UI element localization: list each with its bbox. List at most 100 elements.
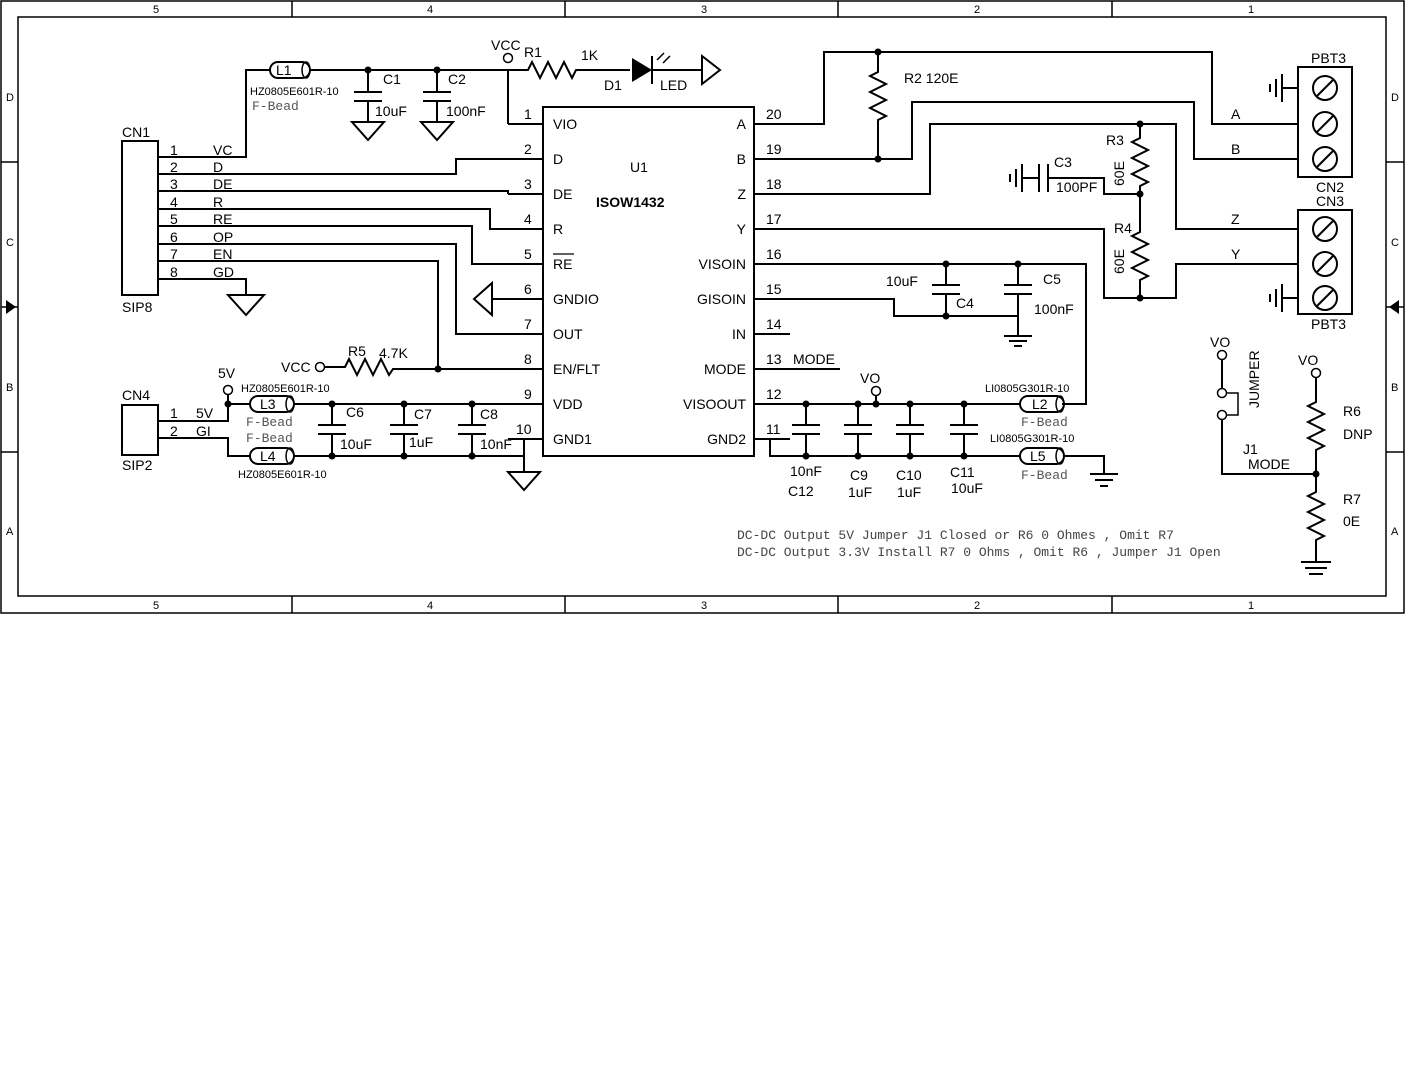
cn3-ref: CN3	[1316, 193, 1344, 209]
r1-resistor: R1 1K	[508, 44, 630, 81]
pin-number: 8	[170, 264, 178, 280]
row-label: A	[6, 526, 14, 538]
pin-number: 6	[170, 229, 178, 245]
net-label: EN	[213, 246, 232, 262]
pin-number: 2	[524, 141, 532, 157]
col-label: 3	[701, 4, 707, 16]
pin-number: 2	[170, 423, 178, 439]
r1-ref: R1	[524, 44, 542, 60]
u1-left-pin-names: VIO D DE R RE GNDIO OUT EN/FLT VDD GND1	[553, 116, 601, 447]
c9-value: 1uF	[848, 484, 872, 500]
u1-part: ISOW1432	[596, 194, 665, 210]
l3-bead: L3 HZ0805E601R-10 F-Bead	[241, 383, 330, 430]
cn2-type: PBT3	[1311, 50, 1346, 66]
note-line: DC-DC Output 3.3V Install R7 0 Ohms , Om…	[737, 545, 1221, 560]
r2-resistor: R2 120E	[867, 48, 959, 163]
row-label: A	[1391, 526, 1399, 538]
c7-capacitor: C7 1uF	[390, 400, 433, 460]
pin-name: A	[737, 116, 747, 132]
pin-name: MODE	[704, 361, 746, 377]
row-label: B	[1391, 382, 1398, 394]
cn3-terminal-block: CN3 PBT3	[1269, 193, 1353, 332]
pin-name: R	[553, 221, 563, 237]
r6-ref: R6	[1343, 403, 1361, 419]
pin-number: 1	[170, 142, 178, 158]
bus-wires	[790, 51, 1298, 299]
r2-value: 120E	[926, 70, 959, 86]
row-label: D	[6, 92, 14, 104]
net-a-label: A	[1231, 106, 1241, 122]
r4-ref: R4	[1114, 220, 1132, 236]
pin-number: 10	[516, 421, 532, 437]
cn1-connector: CN1 SIP8 1 2 3 4 5 6 7 8 VC D DE R RE OP…	[121, 69, 509, 370]
l3-ref: L3	[260, 396, 276, 412]
r7-resistor: R7 0E	[1301, 474, 1361, 575]
pin-name: GNDIO	[553, 291, 599, 307]
pin-number: 17	[766, 211, 782, 227]
net-label: RE	[213, 211, 232, 227]
l3-part: HZ0805E601R-10	[241, 383, 330, 395]
c7-ref: C7	[414, 406, 432, 422]
c8-value: 10nF	[480, 436, 512, 452]
c1-ref: C1	[383, 71, 401, 87]
c5-ref: C5	[1043, 271, 1061, 287]
cn1-ref: CN1	[122, 124, 150, 140]
c7-value: 1uF	[409, 434, 433, 450]
pin-name: VISOOUT	[683, 396, 746, 412]
pin-number: 8	[524, 351, 532, 367]
pin-name: GND1	[553, 431, 592, 447]
r5-resistor: VCC R5 4.7K	[281, 343, 442, 378]
l2-type: F-Bead	[1021, 415, 1068, 430]
u1-right-pins	[754, 123, 840, 440]
pin-number: 18	[766, 176, 782, 192]
c12-value: 10nF	[790, 463, 822, 479]
pin-number: 9	[524, 386, 532, 402]
net-label: GI	[196, 423, 211, 439]
cn4-ref: CN4	[122, 387, 150, 403]
cn2-ref: CN2	[1316, 179, 1344, 195]
pin-number: 15	[766, 281, 782, 297]
c8-capacitor: C8 10nF	[458, 400, 512, 460]
c3-capacitor: C3 100PF	[1009, 154, 1144, 212]
c1-capacitor: C1 10uF	[349, 70, 407, 142]
d1-ref: D1	[604, 77, 622, 93]
pin-number: 16	[766, 246, 782, 262]
bus-net-labels: A B Z Y	[1231, 106, 1241, 262]
pin-number: 5	[524, 246, 532, 262]
l1-ref: L1	[276, 62, 292, 78]
net-label: R	[213, 194, 223, 210]
pin-name: Z	[737, 186, 746, 202]
l1-type: F-Bead	[252, 99, 299, 114]
cn1-wires	[158, 69, 509, 370]
vcc-label: VCC	[491, 37, 521, 53]
col-label: 1	[1248, 600, 1254, 612]
pin-number: 7	[170, 246, 178, 262]
r2-ref: R2	[904, 70, 922, 86]
pin-number: 1	[524, 106, 532, 122]
c11-ref: C11	[950, 464, 975, 480]
frame-column-labels: 5 4 3 2 1 5 4 3 2 1	[153, 4, 1254, 612]
net-label: DE	[213, 176, 232, 192]
c6-capacitor: C6 10uF	[318, 400, 372, 460]
col-label: 2	[974, 4, 980, 16]
vcc-top-port: VCC	[491, 37, 521, 64]
pin-name: OUT	[553, 326, 583, 342]
r1-value: 1K	[581, 47, 599, 63]
pin-number: 3	[170, 176, 178, 192]
j1-ref: J1	[1243, 441, 1258, 457]
c10-value: 1uF	[897, 484, 921, 500]
c1-value: 10uF	[375, 103, 407, 119]
c4-capacitor: 10uF C4	[886, 260, 974, 320]
c6-ref: C6	[346, 404, 364, 420]
vo-jumper-label: VO	[1210, 334, 1230, 350]
r6-resistor: VO R6 DNP	[1298, 352, 1373, 474]
c3-value: 100PF	[1056, 179, 1097, 195]
pin-number: 20	[766, 106, 782, 122]
net-z-label: Z	[1231, 211, 1240, 227]
net-label: OP	[213, 229, 233, 245]
pin-number: 19	[766, 141, 782, 157]
r5-value: 4.7K	[379, 345, 408, 361]
d1-type: LED	[660, 77, 687, 93]
r2-label: R2 120E	[904, 70, 959, 86]
